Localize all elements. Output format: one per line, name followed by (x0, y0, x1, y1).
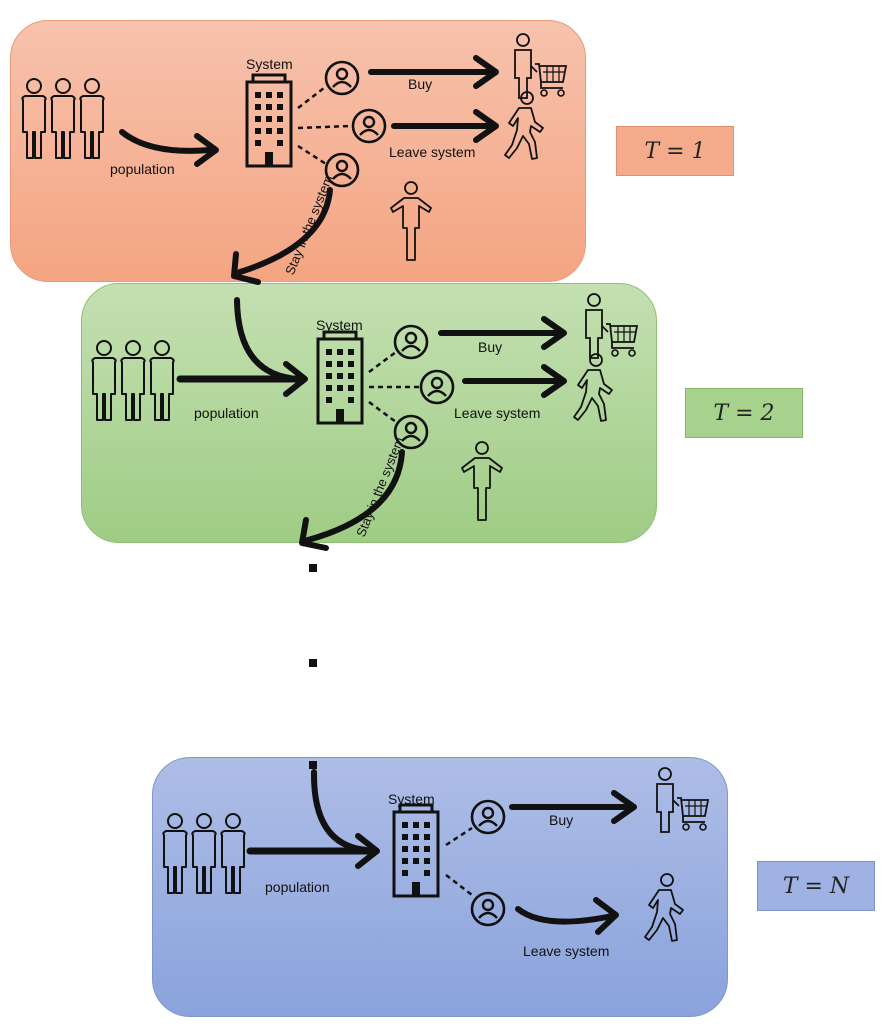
people-group-icon (163, 814, 244, 893)
leave-label: Leave system (454, 405, 541, 421)
office-building-icon (316, 330, 364, 425)
dashed-link-buy (445, 826, 473, 847)
people-group-icon (22, 79, 103, 158)
buy-label: Buy (478, 339, 503, 355)
population-label: population (194, 405, 259, 421)
walking-person-icon (504, 91, 544, 160)
buy-label: Buy (549, 812, 574, 828)
dashed-link-leave (445, 874, 473, 896)
stage-panel-t1 (10, 20, 586, 282)
carry-over-arrow (234, 297, 293, 381)
time-label-tn: T = N (757, 861, 875, 911)
population-label: population (110, 161, 175, 177)
time-label-t1: T = 1 (616, 126, 734, 176)
user-circle-icon (351, 108, 387, 144)
shopper-with-cart-icon (656, 767, 709, 833)
population-arrow-head (355, 833, 380, 869)
ellipsis-dot (309, 761, 317, 769)
population-arrow-head (283, 361, 308, 397)
user-circle-icon (470, 891, 506, 927)
leave-label: Leave system (523, 943, 610, 959)
user-circle-icon (324, 60, 360, 96)
dashed-link-stay (297, 144, 327, 166)
walking-person-icon (573, 353, 613, 422)
shopper-with-cart-icon (514, 33, 567, 99)
standing-person-icon (390, 181, 432, 261)
people-group-icon (92, 341, 173, 420)
stage-2-group (92, 293, 638, 551)
dashed-link-buy (368, 350, 397, 374)
office-building-icon (245, 73, 293, 168)
stage-panel-tn (152, 757, 728, 1017)
population-arrow-head (194, 133, 219, 167)
buy-arrow-head (541, 316, 567, 350)
stage-panel-t2 (81, 283, 657, 543)
user-circle-icon (470, 799, 506, 835)
population-arrow (119, 129, 213, 154)
ellipsis-dot (309, 564, 317, 572)
system-label: System (388, 791, 435, 807)
stage-n-group (163, 767, 709, 942)
population-label: population (265, 879, 330, 895)
stay-arrow-head (299, 517, 329, 551)
leave-arrow-head (593, 897, 619, 935)
system-label: System (316, 317, 363, 333)
leave-label: Leave system (389, 144, 476, 160)
shopper-with-cart-icon (585, 293, 638, 359)
user-circle-icon (393, 324, 429, 360)
leave-arrow-head (473, 109, 499, 143)
buy-label: Buy (408, 76, 433, 92)
buy-arrow-head (611, 790, 637, 824)
user-circle-icon (419, 369, 455, 405)
stay-arrow (237, 187, 333, 275)
buy-arrow-head (473, 55, 499, 89)
office-building-icon (392, 803, 440, 898)
time-label-t2: T = 2 (685, 388, 803, 438)
leave-arrow-head (541, 364, 567, 398)
dashed-link-buy (297, 87, 325, 109)
walking-person-icon (644, 873, 684, 942)
ellipsis-dot (309, 659, 317, 667)
standing-person-icon (461, 441, 503, 521)
system-label: System (246, 56, 293, 72)
leave-arrow (515, 906, 615, 925)
dashed-link-stay (368, 400, 397, 424)
stay-arrow-head (231, 251, 261, 285)
dashed-link-leave (297, 124, 351, 130)
stage-1-group (22, 33, 567, 285)
stay-arrow (305, 449, 405, 543)
